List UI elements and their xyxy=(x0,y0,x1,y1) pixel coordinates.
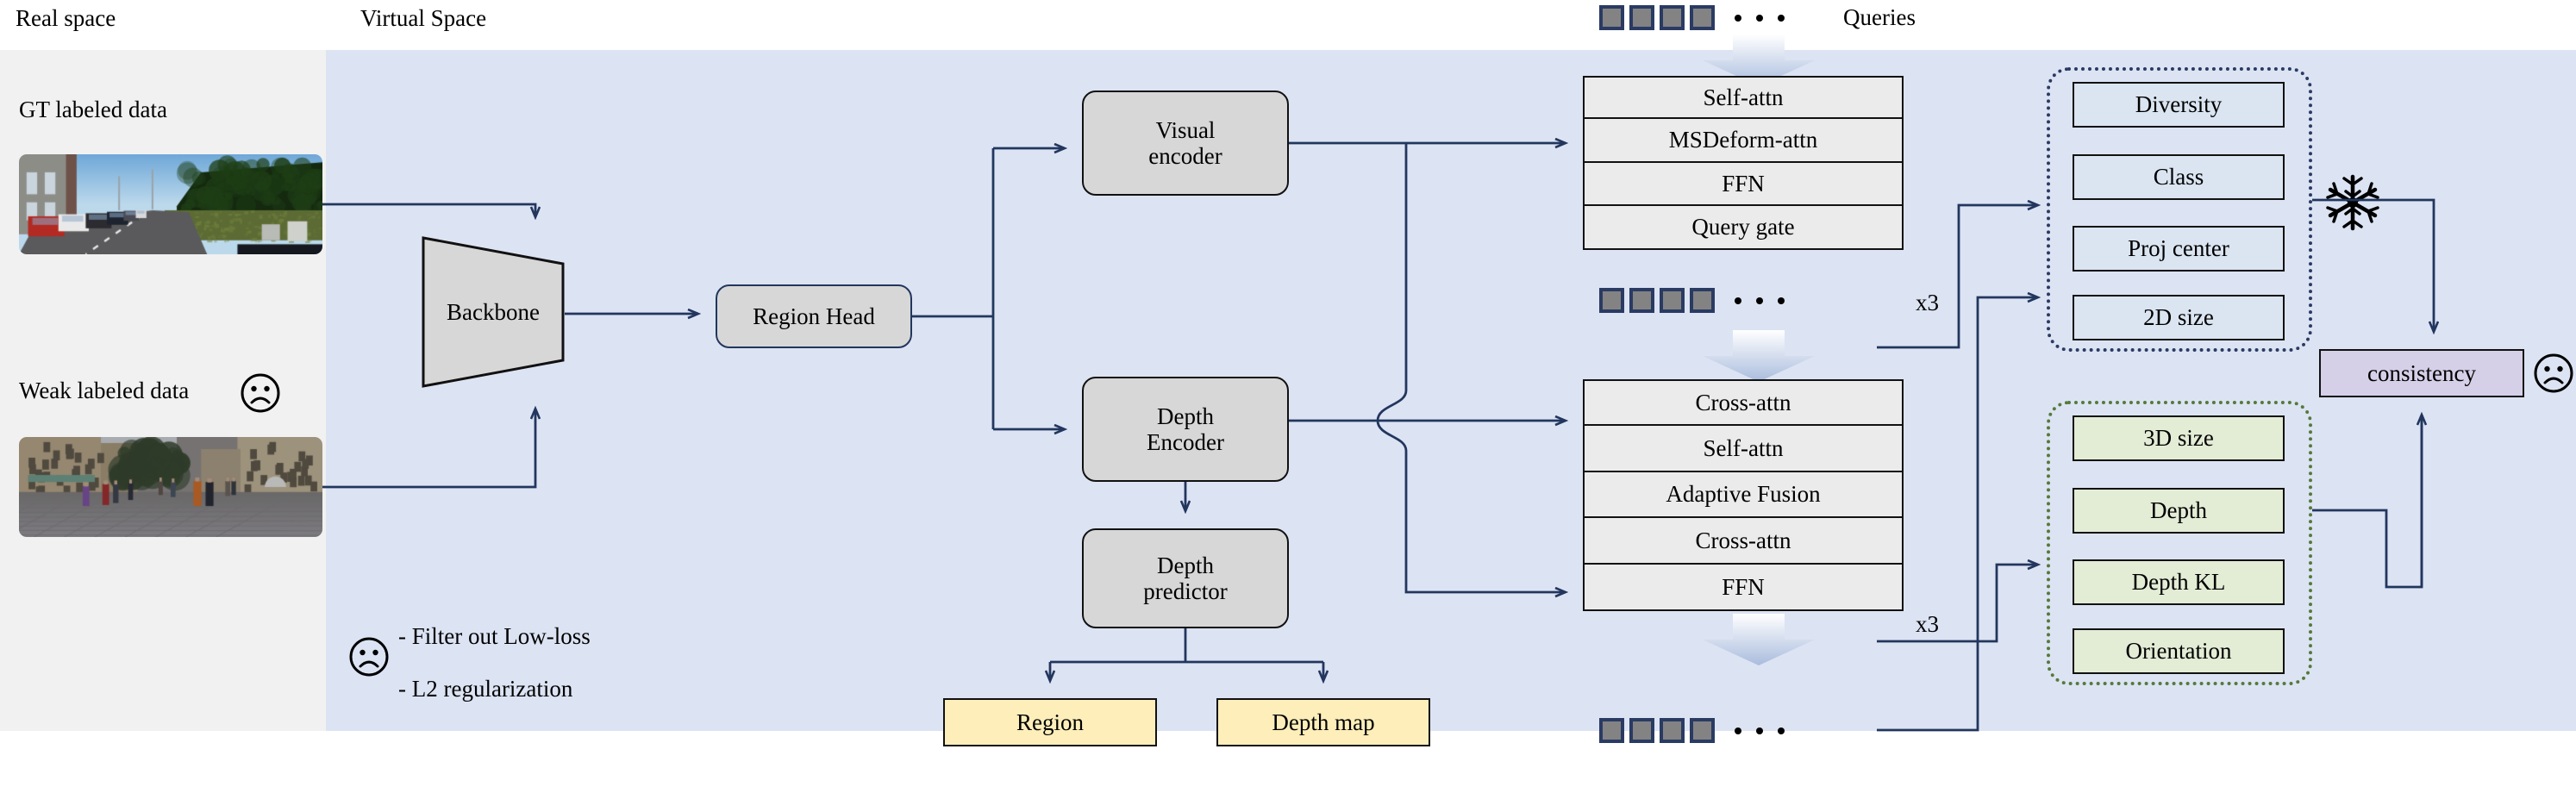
queries-down-arrow-bottom xyxy=(1703,614,1815,665)
region-head-block: Region Head xyxy=(716,284,912,348)
weak-labeled-image xyxy=(19,437,322,537)
decoder-bottom-row-4: FFN xyxy=(1583,565,1904,611)
head-2d-item-1: Class xyxy=(2073,154,2285,200)
decoder-top-row-3: Query gate xyxy=(1583,206,1904,250)
real-space-title: Real space xyxy=(16,5,116,31)
consistency-box: consistency xyxy=(2319,349,2524,397)
depth-encoder-block: Depth Encoder xyxy=(1082,377,1289,482)
head-2d-item-3: 2D size xyxy=(2073,295,2285,340)
head-3d-item-0: 3D size xyxy=(2073,415,2285,461)
sad-face-icon-consistency xyxy=(2534,353,2573,393)
gt-labeled-data-label: GT labeled data xyxy=(19,97,167,122)
depth-predictor-block: Depth predictor xyxy=(1082,528,1289,628)
queries-mid-row xyxy=(1599,288,1785,313)
sad-face-icon xyxy=(241,373,280,413)
visual-encoder-line-1: Visual xyxy=(1155,116,1216,143)
decoder-top-row-1: MSDeform-attn xyxy=(1583,119,1904,163)
query-token xyxy=(1690,718,1715,743)
query-token xyxy=(1599,718,1624,743)
head-2d-item-2: Proj center xyxy=(2073,226,2285,272)
virtual-space-title: Virtual Space xyxy=(360,5,487,31)
queries-label: Queries xyxy=(1843,4,1916,30)
query-token xyxy=(1660,5,1685,30)
backbone-block: Backbone xyxy=(422,234,565,390)
depth-map-output-box: Depth map xyxy=(1216,698,1430,746)
query-token xyxy=(1629,5,1654,30)
query-token xyxy=(1660,718,1685,743)
head-2d-item-0: Diversity xyxy=(2073,82,2285,128)
query-token xyxy=(1690,288,1715,313)
decoder-top-row-0: Self-attn xyxy=(1583,76,1904,119)
head-3d-item-1: Depth xyxy=(2073,488,2285,534)
query-ellipsis xyxy=(1735,297,1785,304)
head-3d-item-2: Depth KL xyxy=(2073,559,2285,605)
region-output-box: Region xyxy=(943,698,1157,746)
head-3d-item-3: Orientation xyxy=(2073,628,2285,674)
decoder-bottom-row-2: Adaptive Fusion xyxy=(1583,472,1904,518)
snowflake-icon xyxy=(2326,174,2379,231)
decoder-bottom-repeat: x3 xyxy=(1916,611,1939,637)
queries-top-row: Queries xyxy=(1599,4,1916,31)
backbone-label: Backbone xyxy=(447,298,540,325)
weak-labeled-data-label: Weak labeled data xyxy=(19,378,190,403)
note-line-1: - Filter out Low-loss xyxy=(398,623,591,649)
query-ellipsis xyxy=(1735,14,1785,22)
note-line-2: - L2 regularization xyxy=(398,676,573,702)
visual-encoder-block: Visual encoder xyxy=(1082,91,1289,196)
decoder-bottom-row-3: Cross-attn xyxy=(1583,518,1904,565)
query-token xyxy=(1690,5,1715,30)
query-token xyxy=(1599,5,1624,30)
query-token xyxy=(1599,288,1624,313)
head-3d-group xyxy=(2047,401,2312,685)
query-token xyxy=(1660,288,1685,313)
queries-down-arrow-mid xyxy=(1703,330,1815,382)
sad-face-icon-note xyxy=(349,637,389,677)
decoder-bottom-row-0: Cross-attn xyxy=(1583,379,1904,426)
decoder-bottom-row-1: Self-attn xyxy=(1583,426,1904,472)
query-token xyxy=(1629,288,1654,313)
visual-encoder-line-2: encoder xyxy=(1148,143,1222,169)
queries-bottom-row xyxy=(1599,718,1785,743)
depth-encoder-line-1: Depth xyxy=(1157,403,1214,429)
depth-predictor-line-1: Depth xyxy=(1157,552,1214,578)
decoder-top-repeat: x3 xyxy=(1916,290,1939,315)
query-ellipsis xyxy=(1735,727,1785,734)
depth-predictor-line-2: predictor xyxy=(1143,578,1228,604)
head-2d-group xyxy=(2047,67,2312,352)
decoder-top-row-2: FFN xyxy=(1583,163,1904,206)
depth-encoder-line-2: Encoder xyxy=(1147,429,1224,455)
query-token xyxy=(1629,718,1654,743)
gt-labeled-image xyxy=(19,154,322,254)
queries-down-arrow-top xyxy=(1703,34,1815,86)
